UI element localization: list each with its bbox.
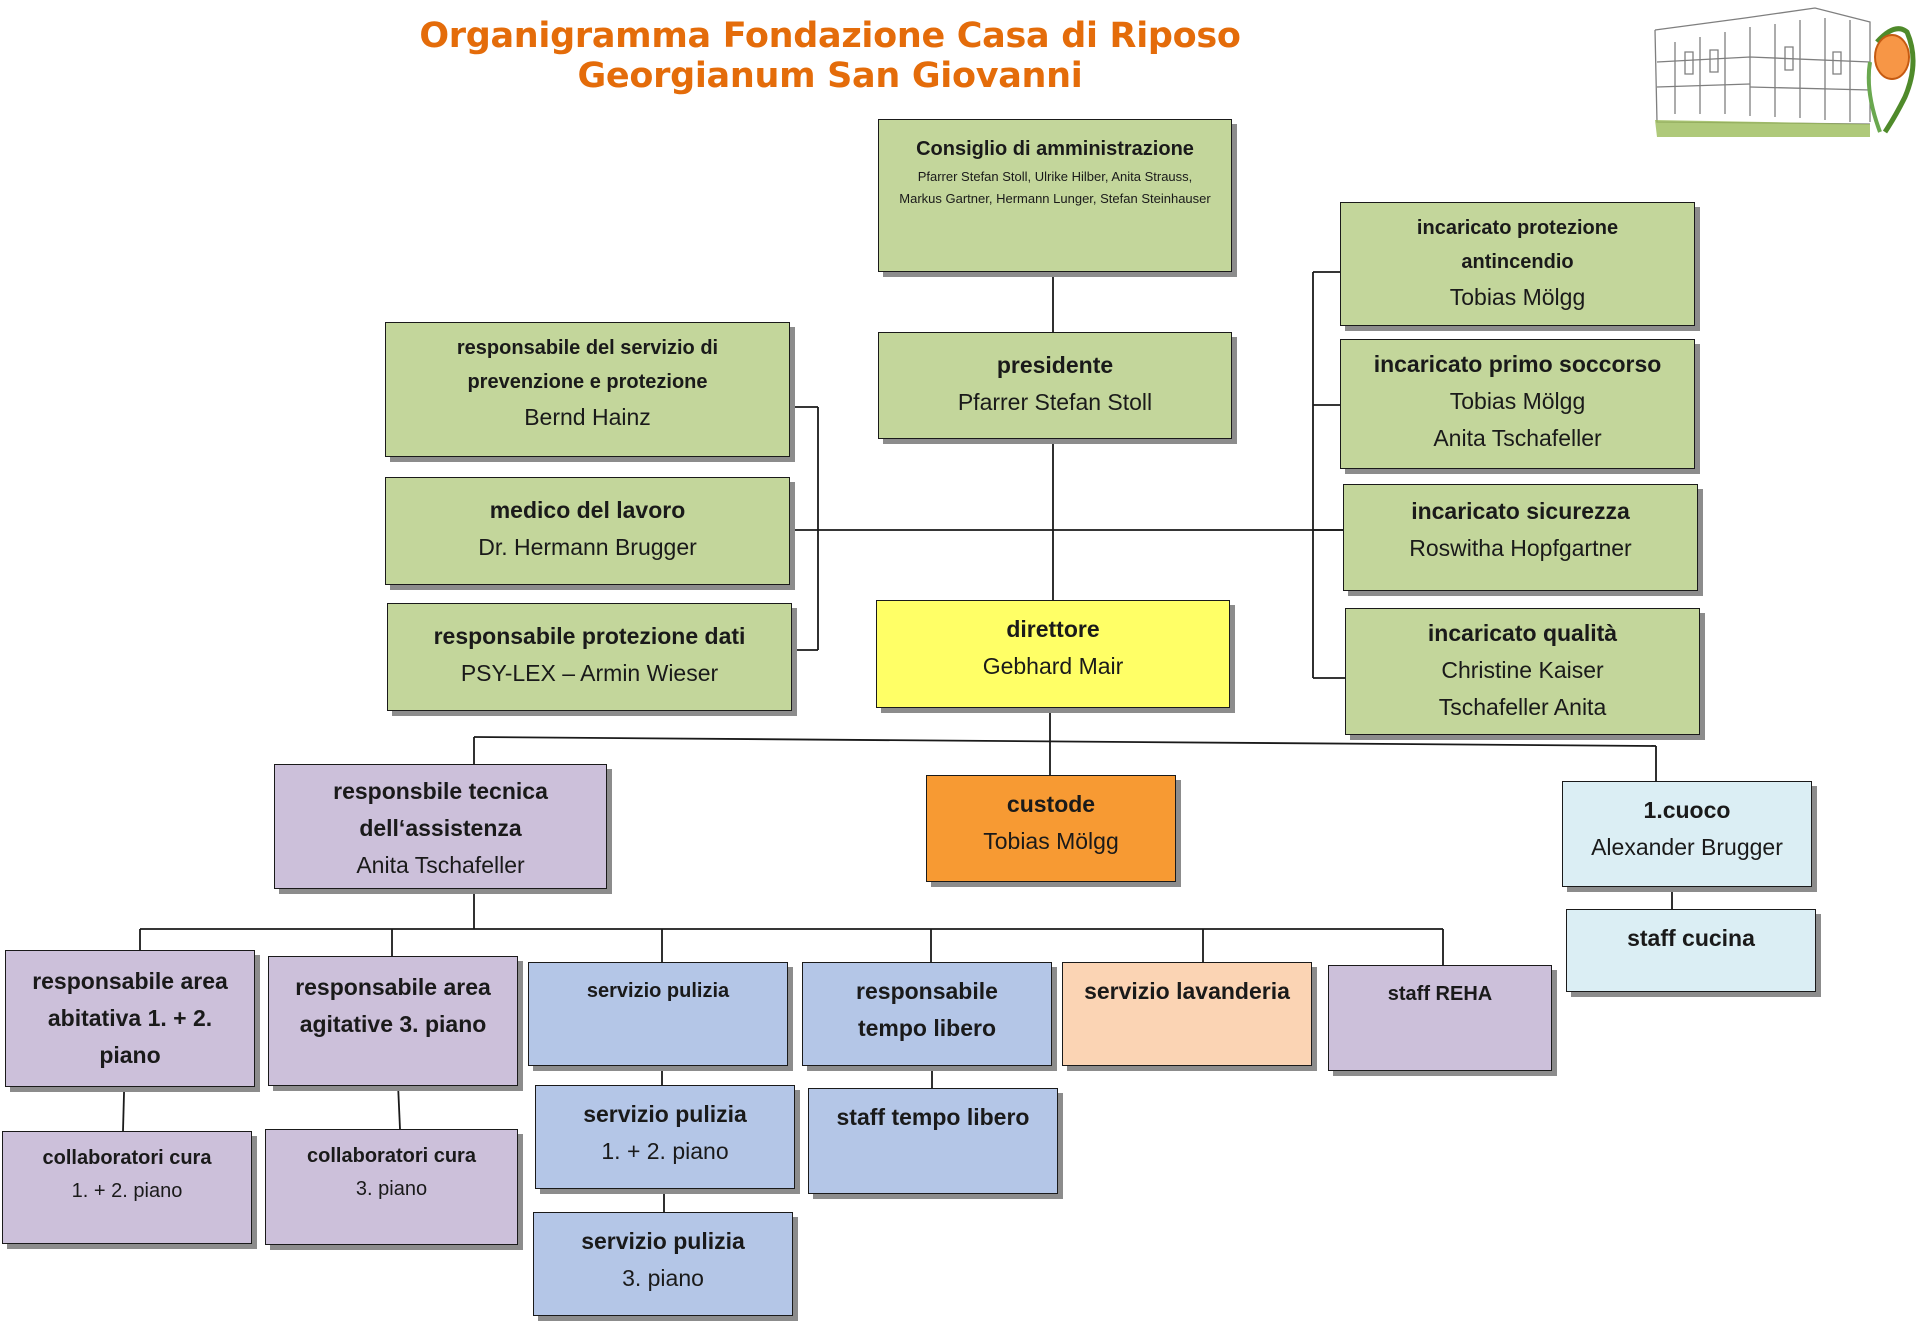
box-staff-tempo-libero: staff tempo libero [808, 1088, 1058, 1194]
box-title: servizio lavanderia [1084, 978, 1290, 1004]
box-name: Roswitha Hopfgartner [1409, 535, 1632, 561]
box-title: presidente [996, 352, 1114, 378]
box-title: collaboratori cura [307, 1145, 476, 1167]
box-name: Dr. Hermann Brugger [478, 534, 697, 560]
box-name: Gebhard Mair [982, 653, 1124, 679]
box-title: incaricato sicurezza [1411, 498, 1630, 524]
box-name: 1. + 2. piano [71, 1180, 183, 1202]
box-responsabile-tempo-libero: responsabile tempo libero [802, 962, 1052, 1066]
box-title: collaboratori cura [42, 1147, 212, 1169]
box-title: responsbile tecnica dell‘assistenza [333, 778, 548, 841]
box-servizio-pulizia: servizio pulizia [528, 962, 788, 1066]
box-title: incaricato primo soccorso [1373, 351, 1662, 377]
box-responsabile-prevenzione-protezione: responsabile del servizio di prevenzione… [385, 322, 790, 457]
box-title: responsabile area agitative 3. piano [295, 974, 491, 1037]
box-responsabile-protezione-dati: responsabile protezione dati PSY-LEX – A… [387, 603, 792, 711]
box-title: custode [1006, 791, 1096, 817]
box-title: responsabile protezione dati [433, 623, 746, 649]
box-name: Tobias Mölgg [1449, 284, 1586, 310]
box-incaricato-antincendio: incaricato protezione antincendio Tobias… [1340, 202, 1695, 326]
box-responsabile-area-agitative-3: responsabile area agitative 3. piano [268, 956, 518, 1086]
box-name: Pfarrer Stefan Stoll, Ulrike Hilber, Ani… [899, 169, 1211, 206]
box-name: Bernd Hainz [524, 404, 651, 430]
box-name: Christine Kaiser [1441, 657, 1604, 683]
box-name: Anita Tschafeller [1433, 425, 1602, 451]
box-name: Tobias Mölgg [1449, 388, 1586, 414]
box-name: Tobias Mölgg [983, 828, 1119, 854]
box-direttore: direttore Gebhard Mair [876, 600, 1230, 708]
box-medico-del-lavoro: medico del lavoro Dr. Hermann Brugger [385, 477, 790, 585]
box-title: direttore [1006, 616, 1100, 642]
box-title: staff cucina [1627, 925, 1755, 951]
box-title: medico del lavoro [489, 497, 686, 523]
box-name: Anita Tschafeller [356, 852, 525, 878]
box-name: 3. piano [622, 1265, 704, 1291]
box-presidente: presidente Pfarrer Stefan Stoll [878, 332, 1232, 439]
georgianum-building-logo [1654, 7, 1916, 137]
box-title: staff tempo libero [836, 1104, 1030, 1130]
chart-title: Organigramma Fondazione Casa di Riposo G… [419, 16, 1241, 96]
box-consiglio-di-amministrazione: Consiglio di amministrazione Pfarrer Ste… [878, 119, 1232, 272]
box-name: Alexander Brugger [1591, 834, 1783, 860]
box-responsabile-tecnica-assistenza: responsbile tecnica dell‘assistenza Anit… [274, 764, 607, 889]
box-staff-reha: staff REHA [1328, 965, 1552, 1071]
box-title: responsabile area abitativa 1. + 2. pian… [32, 968, 228, 1068]
box-title: staff REHA [1387, 983, 1493, 1005]
box-collaboratori-cura-1-2: collaboratori cura 1. + 2. piano [2, 1131, 252, 1244]
box-title: servizio pulizia [581, 1228, 745, 1254]
box-servizio-lavanderia: servizio lavanderia [1062, 962, 1312, 1066]
box-name: Tschafeller Anita [1438, 694, 1607, 720]
box-title: incaricato qualità [1427, 620, 1618, 646]
box-custode: custode Tobias Mölgg [926, 775, 1176, 882]
box-collaboratori-cura-3: collaboratori cura 3. piano [265, 1129, 518, 1245]
box-primo-cuoco: 1.cuoco Alexander Brugger [1562, 781, 1812, 887]
box-name: PSY-LEX – Armin Wieser [460, 660, 719, 686]
box-staff-cucina: staff cucina [1566, 909, 1816, 992]
box-servizio-pulizia-3: servizio pulizia 3. piano [533, 1212, 793, 1316]
box-title: responsabile del servizio di prevenzione… [456, 337, 719, 393]
box-name: Pfarrer Stefan Stoll [957, 389, 1153, 415]
box-title: Consiglio di amministrazione [916, 138, 1194, 160]
box-title: servizio pulizia [586, 980, 730, 1002]
box-incaricato-primo-soccorso: incaricato primo soccorso Tobias Mölgg A… [1340, 339, 1695, 469]
box-title: servizio pulizia [583, 1101, 747, 1127]
box-incaricato-qualita: incaricato qualità Christine Kaiser Tsch… [1345, 608, 1700, 735]
box-title: incaricato protezione antincendio [1416, 217, 1619, 273]
box-title: responsabile tempo libero [856, 978, 998, 1041]
box-name: 1. + 2. piano [601, 1138, 729, 1164]
box-responsabile-area-abitativa-1-2: responsabile area abitativa 1. + 2. pian… [5, 950, 255, 1087]
box-servizio-pulizia-1-2: servizio pulizia 1. + 2. piano [535, 1085, 795, 1189]
box-incaricato-sicurezza: incaricato sicurezza Roswitha Hopfgartne… [1343, 484, 1698, 591]
box-name: 3. piano [355, 1178, 428, 1200]
box-title: 1.cuoco [1643, 797, 1731, 823]
